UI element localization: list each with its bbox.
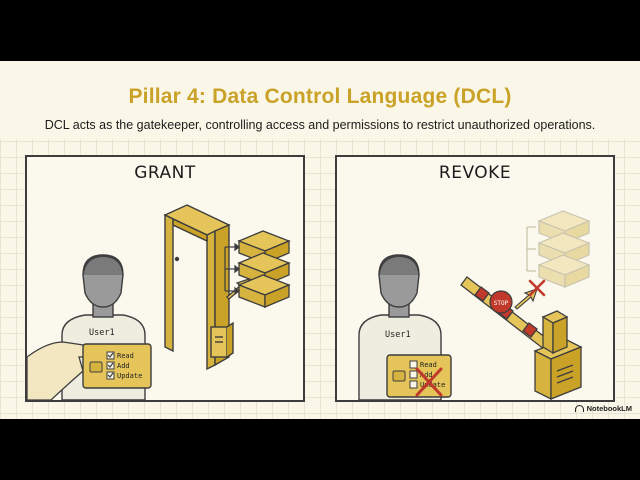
slide-title: Pillar 4: Data Control Language (DCL) — [128, 85, 512, 108]
database-server-icon — [537, 210, 591, 288]
grant-panel: GRANT User1 — [25, 155, 305, 402]
revoke-panel: REVOKE User1 Read Add Upd — [335, 155, 615, 402]
blocked-arrow-icon — [514, 279, 546, 310]
brand-label: NotebookLM — [586, 404, 632, 413]
revoke-user-label: User1 — [385, 330, 411, 340]
grant-label: GRANT — [134, 163, 196, 183]
grant-illustration: User1 Read Add Update — [27, 204, 291, 400]
barrier-post — [533, 310, 583, 400]
revoke-perm-add: Add — [420, 371, 433, 379]
brand-watermark: NotebookLM — [574, 404, 632, 413]
grant-perm-read: Read — [117, 352, 134, 360]
grant-perm-add: Add — [117, 362, 130, 370]
grant-user-label: User1 — [89, 328, 115, 338]
slide-subtitle: DCL acts as the gatekeeper, controlling … — [44, 118, 596, 132]
permission-card: Read Add Update — [82, 343, 152, 389]
stop-sign-label: STOP — [494, 300, 509, 307]
denied-cross-icon — [415, 367, 443, 397]
revoke-illustration: User1 Read Add Update — [358, 210, 591, 400]
notebooklm-logo-icon — [574, 405, 584, 412]
revoke-perm-read: Read — [420, 361, 437, 369]
blocked-link-arrows — [526, 226, 536, 272]
database-server-icon — [237, 230, 291, 308]
barrier-arm — [460, 276, 556, 354]
stop-sign-icon: STOP — [489, 290, 513, 314]
header-band — [0, 61, 640, 139]
revoked-permission-card: Read Add Update — [386, 354, 452, 398]
revoke-label: REVOKE — [438, 163, 512, 183]
grant-link-arrows — [224, 242, 240, 296]
grant-perm-update: Update — [117, 372, 142, 380]
security-gate — [163, 204, 234, 371]
slide: Pillar 4: Data Control Language (DCL) DC… — [0, 61, 640, 419]
